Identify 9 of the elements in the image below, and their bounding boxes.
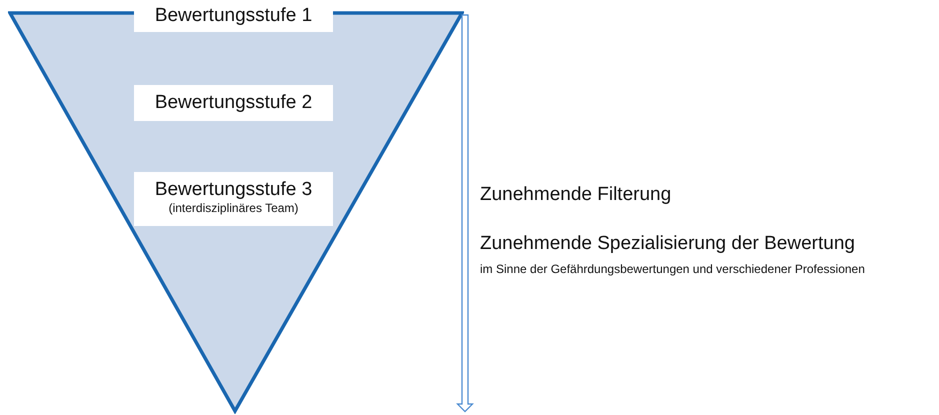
level-title: Bewertungsstufe 1 [154, 5, 314, 27]
level-box [134, 172, 333, 226]
label-text: Zunehmende Spezialisierung der Bewertung [480, 233, 855, 255]
level-title: Bewertungsstufe 2 [154, 92, 314, 114]
level-title: Bewertungsstufe 3 [154, 179, 314, 201]
subtitle-text: (interdisziplinäres Team) [168, 201, 300, 215]
note-text: im Sinne der Gefährdungsbewertungen und verschiedener Professionen [480, 262, 865, 276]
level-box [134, 85, 333, 121]
label-text: Zunehmende Filterung [480, 184, 672, 206]
